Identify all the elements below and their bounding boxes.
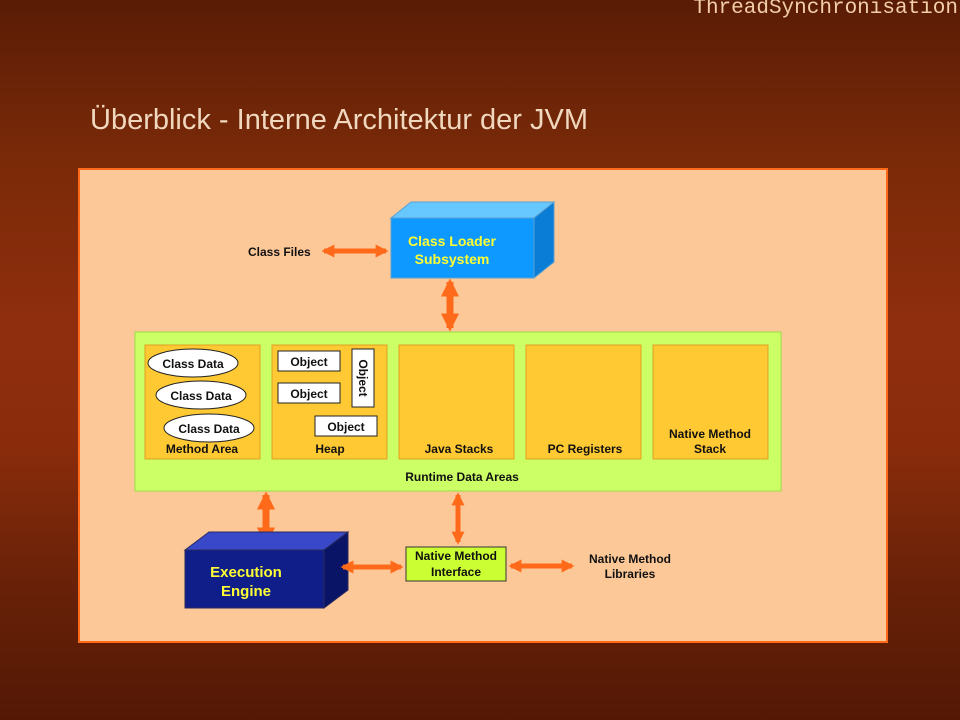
class-data-ellipse [147, 348, 239, 378]
pc-registers-label: PC Registers [548, 442, 623, 456]
class-loader-label-line2: Subsystem [415, 251, 490, 267]
execution-engine-box: Execution Engine [183, 531, 350, 609]
native-method-stack-label-line2: Stack [694, 442, 726, 456]
pc-registers-area [525, 344, 642, 460]
class-data-ellipse [163, 413, 255, 443]
jvm-architecture-diagram: Class Loader Subsystem Class Files Runti… [78, 168, 888, 643]
native-method-stack-label-line1: Native Method [669, 427, 751, 441]
object-label: Object [290, 387, 327, 401]
slide-header-label: ThreadSynchronisation [693, 0, 958, 20]
execution-engine-label-line1: Execution [210, 564, 282, 581]
object-label-vertical: Object [356, 359, 370, 396]
object-box [314, 415, 378, 437]
native-method-interface-box [405, 546, 507, 582]
native-method-libraries-label-line2: Libraries [605, 567, 656, 581]
class-data-label: Class Data [170, 389, 232, 403]
execution-engine-label-line2: Engine [221, 583, 271, 600]
class-loader-label-line1: Class Loader [408, 233, 496, 249]
object-box [277, 382, 341, 404]
heap-label: Heap [315, 442, 344, 456]
runtime-data-areas-label: Runtime Data Areas [405, 470, 519, 484]
native-method-interface-label-line1: Native Method [415, 549, 497, 563]
method-area-label: Method Area [166, 442, 239, 456]
java-stacks-label: Java Stacks [425, 442, 494, 456]
class-loader-box: Class Loader Subsystem [389, 200, 556, 280]
java-stacks-area [398, 344, 515, 460]
object-box-vertical [351, 348, 375, 408]
slide-title: Überblick - Interne Architektur der JVM [90, 104, 589, 136]
class-data-ellipse [155, 380, 247, 410]
native-method-libraries-label-line1: Native Method [589, 552, 671, 566]
native-method-interface-label-line2: Interface [431, 565, 481, 579]
native-method-stack-area [652, 344, 769, 460]
class-data-label: Class Data [162, 357, 224, 371]
class-files-label: Class Files [248, 245, 311, 259]
object-label: Object [327, 420, 364, 434]
class-data-label: Class Data [178, 422, 240, 436]
object-label: Object [290, 355, 327, 369]
object-box [277, 350, 341, 372]
